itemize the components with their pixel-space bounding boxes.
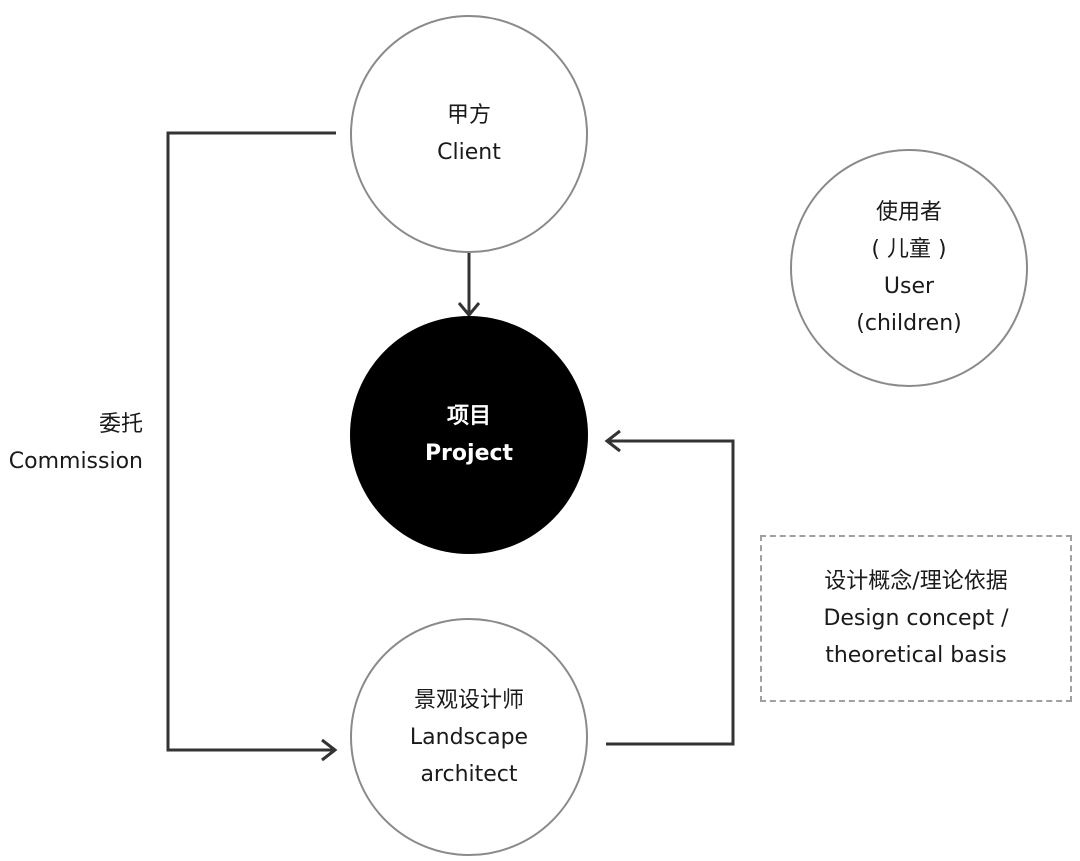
project-label-cn: 项目 [446,404,491,429]
landscape-architect-node: 景观设计师 Landscape architect [350,618,588,856]
concept-label-cn: 设计概念/理论依据 [824,569,1008,594]
user-label-en-sub: (children) [856,311,962,336]
landscape-label-en-2: architect [420,761,518,787]
client-node: 甲方 Client [350,15,588,253]
arrowhead-landscape-to-project [604,429,621,453]
project-label-en: Project [424,441,514,466]
user-label-en: User [883,274,935,299]
arrowhead-commission [321,738,338,762]
commission-label: 委托 Commission [0,406,143,480]
client-label-cn: 甲方 [446,103,491,128]
arrow-landscape-to-project [606,439,735,746]
concept-label-en-2: theoretical basis [825,643,1007,668]
user-label-cn-sub: ( 儿童 ) [871,237,947,262]
user-node: 使用者 ( 儿童 ) User (children) [790,149,1028,387]
commission-label-cn: 委托 [98,412,143,437]
concept-label-en-1: Design concept / [823,606,1009,631]
project-node: 项目 Project [350,316,588,554]
landscape-label-cn: 景观设计师 [413,687,524,713]
design-concept-box: 设计概念/理论依据 Design concept / theoretical b… [760,535,1072,702]
arrow-commission [166,131,336,752]
client-label-en: Client [437,140,501,165]
landscape-label-en-1: Landscape [409,724,529,750]
arrowhead-client-to-project [457,302,481,318]
user-label-cn: 使用者 [875,200,942,225]
commission-label-en: Commission [8,449,143,474]
